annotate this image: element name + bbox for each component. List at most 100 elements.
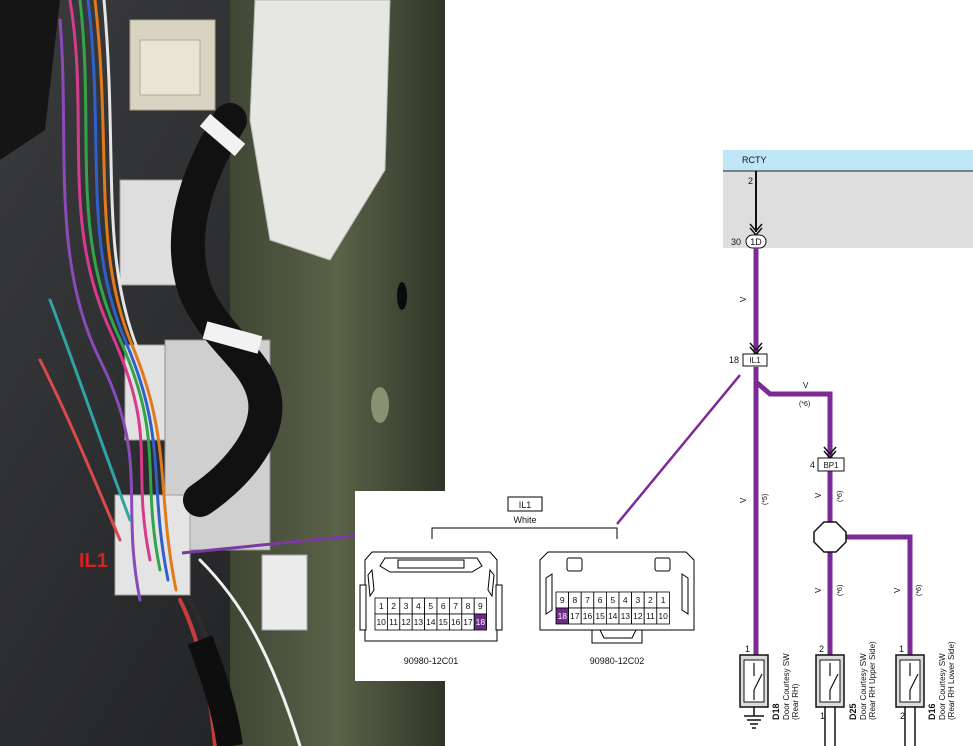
d25-bottom-pin: 1 <box>820 711 825 721</box>
pin-number: 12 <box>401 617 411 627</box>
pin-number: 8 <box>573 595 578 605</box>
pin-cell <box>656 607 670 625</box>
pin-number: 9 <box>478 601 483 611</box>
switch-d16: 1 2 D16 Door Courtesy SW (Rear RH Lower … <box>895 641 956 746</box>
harness-white-tape <box>202 321 263 354</box>
il1-pin: 18 <box>729 355 739 365</box>
pin-number: 2 <box>391 601 396 611</box>
conn-1d-pin: 30 <box>731 237 741 247</box>
wire-bundle <box>38 0 302 746</box>
pin-number: 12 <box>633 611 643 621</box>
pin-number: 10 <box>658 611 668 621</box>
d16-top-pin: 1 <box>899 644 904 654</box>
pin-number: 11 <box>646 611 655 621</box>
note-bp1: (*6) <box>837 491 844 502</box>
bp1-pin: 4 <box>810 460 815 470</box>
pin-number: 7 <box>585 595 590 605</box>
pin-number: 5 <box>610 595 615 605</box>
panel-boss <box>371 387 389 423</box>
pin-number: 16 <box>451 617 461 627</box>
d16-detail: (Rear RH Lower Side) <box>947 641 956 720</box>
pin-number: 18 <box>476 617 486 627</box>
pin-number: 10 <box>376 617 386 627</box>
pin-number: 2 <box>648 595 653 605</box>
d18-top-pin: 1 <box>745 644 750 654</box>
switch-d25: 2 1 D25 Door Courtesy SW (Rear RH Upper … <box>815 641 877 746</box>
bp1-box <box>817 457 845 472</box>
il1-box <box>742 353 768 367</box>
pin-number: 14 <box>608 611 618 621</box>
pin-number: 11 <box>389 617 398 627</box>
il1-header-box <box>507 496 543 512</box>
il1-header-color: White <box>513 515 536 525</box>
note-d16: (*6) <box>916 585 923 596</box>
splice-junction <box>813 521 847 553</box>
pin-number: 13 <box>621 611 631 621</box>
pin-number: 13 <box>414 617 424 627</box>
conn-1d-label: 1D <box>750 237 762 247</box>
d18-id: D18 <box>771 703 781 720</box>
il1-photo-label: IL1 <box>79 550 108 572</box>
d18-name: Door Courtesy SW <box>782 653 791 720</box>
il1-label: IL1 <box>749 356 761 365</box>
pin-number: 14 <box>426 617 436 627</box>
wire-code-bp1: V <box>814 492 823 498</box>
wire-code-branch: V <box>803 381 809 390</box>
note-d18: (*5) <box>762 494 769 505</box>
pin-number: 3 <box>636 595 641 605</box>
d25-detail: (Rear RH Upper Side) <box>868 641 877 720</box>
pin-number: 5 <box>428 601 433 611</box>
d16-bottom-pin: 2 <box>900 711 905 721</box>
harness-white-tape-top <box>199 113 246 157</box>
dash-shadow <box>0 0 60 160</box>
pin-number: 1 <box>661 595 666 605</box>
pin-number: 17 <box>463 617 473 627</box>
d25-id: D25 <box>848 703 858 720</box>
pin-number: 17 <box>570 611 580 621</box>
d18-detail: (Rear RH) <box>791 683 800 720</box>
connector-b-part-number: 90980-12C02 <box>590 656 645 666</box>
pin-number: 6 <box>441 601 446 611</box>
connector-small <box>261 554 308 631</box>
pin-number: 3 <box>404 601 409 611</box>
pin-number: 16 <box>583 611 593 621</box>
bp1-label: BP1 <box>823 461 839 470</box>
pin-number: 6 <box>598 595 603 605</box>
il1-header-label: IL1 <box>519 500 532 510</box>
panel-hole <box>397 282 407 310</box>
module-pin-number: 2 <box>748 176 753 186</box>
pin-number: 18 <box>558 611 568 621</box>
purple-wires <box>753 248 913 655</box>
conn-1d-arrow <box>749 223 763 233</box>
note-d25: (*6) <box>837 585 844 596</box>
pin-number: 8 <box>466 601 471 611</box>
pin-cell <box>473 613 488 631</box>
d16-id: D16 <box>927 703 937 720</box>
pin-number: 15 <box>438 617 448 627</box>
pin-number: 4 <box>416 601 421 611</box>
connector-pair-bracket <box>431 527 618 539</box>
il1-leader-line <box>616 374 741 525</box>
connector-a-part-number: 90980-12C01 <box>404 656 459 666</box>
schematic: RCTY 2 1D 30 IL1 18 BP1 4 <box>723 150 973 746</box>
wire-code-d16: V <box>893 587 902 593</box>
wire-code-main: V <box>739 296 748 302</box>
pin-number: 9 <box>560 595 565 605</box>
bp1-arrow <box>823 446 837 456</box>
d25-top-pin: 2 <box>819 644 824 654</box>
wire-code-d25: V <box>814 587 823 593</box>
pin-number: 4 <box>623 595 628 605</box>
il1-arrow <box>749 342 763 352</box>
module-header-band <box>723 150 973 171</box>
white-bracket <box>249 0 391 261</box>
relay-socket <box>139 39 201 96</box>
switch-d18: 1 D18 Door Courtesy SW (Rear RH) <box>739 644 800 729</box>
d16-name: Door Courtesy SW <box>938 653 947 720</box>
pin-number: 7 <box>453 601 458 611</box>
corrugated-conduit <box>187 635 243 746</box>
d25-name: Door Courtesy SW <box>859 653 868 720</box>
